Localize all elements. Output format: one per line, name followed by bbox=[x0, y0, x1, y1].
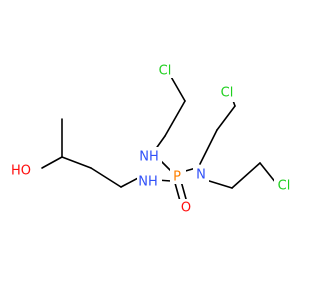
bond-p-o-double-a bbox=[174, 182, 181, 202]
molecule-diagram: Cl NH Cl P N Cl O NH HO bbox=[8, 60, 294, 217]
bond-nh-lower-ch2 bbox=[120, 176, 141, 188]
bond-ch2-ch2-upper-right bbox=[216, 105, 236, 131]
atom-bg bbox=[217, 84, 237, 102]
bond-ch2-ch2-lower-right bbox=[231, 162, 261, 189]
bond-cl-ch2 bbox=[169, 74, 186, 102]
atom-n-tertiary: N bbox=[196, 168, 206, 183]
atom-layer: Cl NH Cl P N Cl O NH HO bbox=[8, 60, 294, 217]
atom-bg bbox=[137, 172, 162, 190]
atom-ho-left: HO bbox=[11, 164, 31, 179]
bond-n-ch2-upper bbox=[199, 129, 218, 165]
bond-ch2-choh bbox=[61, 156, 92, 169]
bond-ch2-cl-lower-right bbox=[259, 162, 277, 184]
bond-ch2-ch2 bbox=[164, 100, 186, 137]
bond-ch2-ch2-chain bbox=[90, 167, 122, 188]
atom-nh-upper: NH bbox=[139, 150, 159, 165]
atom-bg bbox=[137, 147, 162, 165]
atom-bg bbox=[170, 166, 186, 184]
bond-n-ch2-lower bbox=[205, 179, 233, 189]
atom-bg bbox=[193, 166, 209, 184]
atom-p-center: P bbox=[173, 170, 181, 185]
atom-bg bbox=[178, 199, 194, 217]
atom-bg bbox=[274, 176, 294, 194]
atom-nh-lower: NH bbox=[138, 175, 158, 190]
bond-choh-oh bbox=[41, 156, 63, 169]
atom-o-phosphoryl: O bbox=[181, 201, 191, 216]
atom-bg bbox=[8, 162, 34, 180]
atom-cl-right-lower: Cl bbox=[278, 179, 291, 194]
atom-cl-top: Cl bbox=[159, 64, 172, 79]
atom-cl-right-upper: Cl bbox=[221, 86, 234, 101]
atom-bg bbox=[155, 60, 175, 78]
